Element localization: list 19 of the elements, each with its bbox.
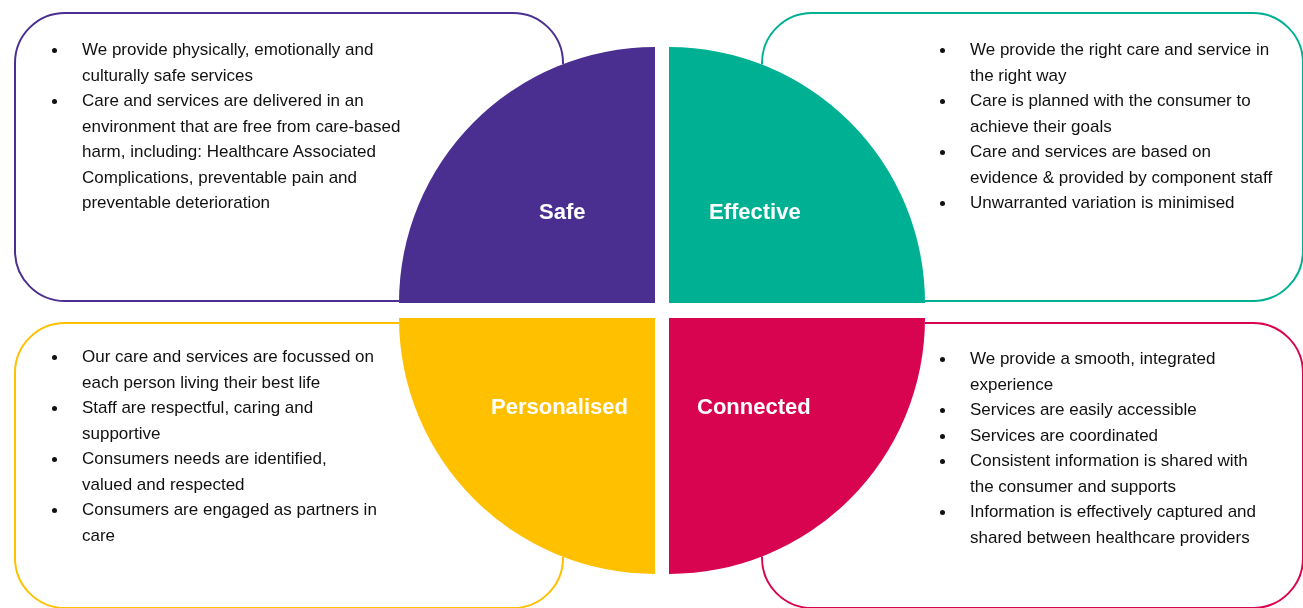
segment-label: Connected	[697, 394, 811, 420]
bullet-text: Care is planned with the consumer to achieve their goals	[970, 91, 1251, 136]
bullet-text: Staff are respectful, caring and supportive	[82, 398, 314, 443]
bullet-text: Unwarranted variation is minimised	[970, 193, 1235, 212]
segment-label: Personalised	[491, 394, 628, 420]
bullet-text: Consumers are engaged as partners in care	[82, 500, 377, 545]
bullet-text: Care and services are based on evidence & provided by component staff	[970, 142, 1273, 187]
bullet-text: Consistent information is shared with the consumer and supports	[970, 451, 1248, 496]
bullet-text: We provide physically, emotionally and culturally safe services	[82, 40, 374, 85]
segment-label: Safe	[539, 199, 586, 225]
bullet-text: We provide the right care and service in the right way	[970, 40, 1270, 85]
segment-label: Effective	[709, 199, 801, 225]
bullet-text: Consumers needs are identified, valued and respected	[82, 449, 327, 494]
bullet-text: Care and services are delivered in an environment that are free from care-based harm, including: Healthcare Associated Complications, preventable pain and preventable deterioration	[82, 91, 401, 212]
bullet-text: Services are easily accessible	[970, 400, 1197, 419]
bullet-text: Our care and services are focussed on each person living their best life	[82, 347, 374, 392]
bullet-text: Information is effectively captured and shared between healthcare providers	[970, 502, 1256, 547]
bullet-text: We provide a smooth, integrated experience	[970, 349, 1216, 394]
bullet-text: Services are coordinated	[970, 425, 1159, 445]
